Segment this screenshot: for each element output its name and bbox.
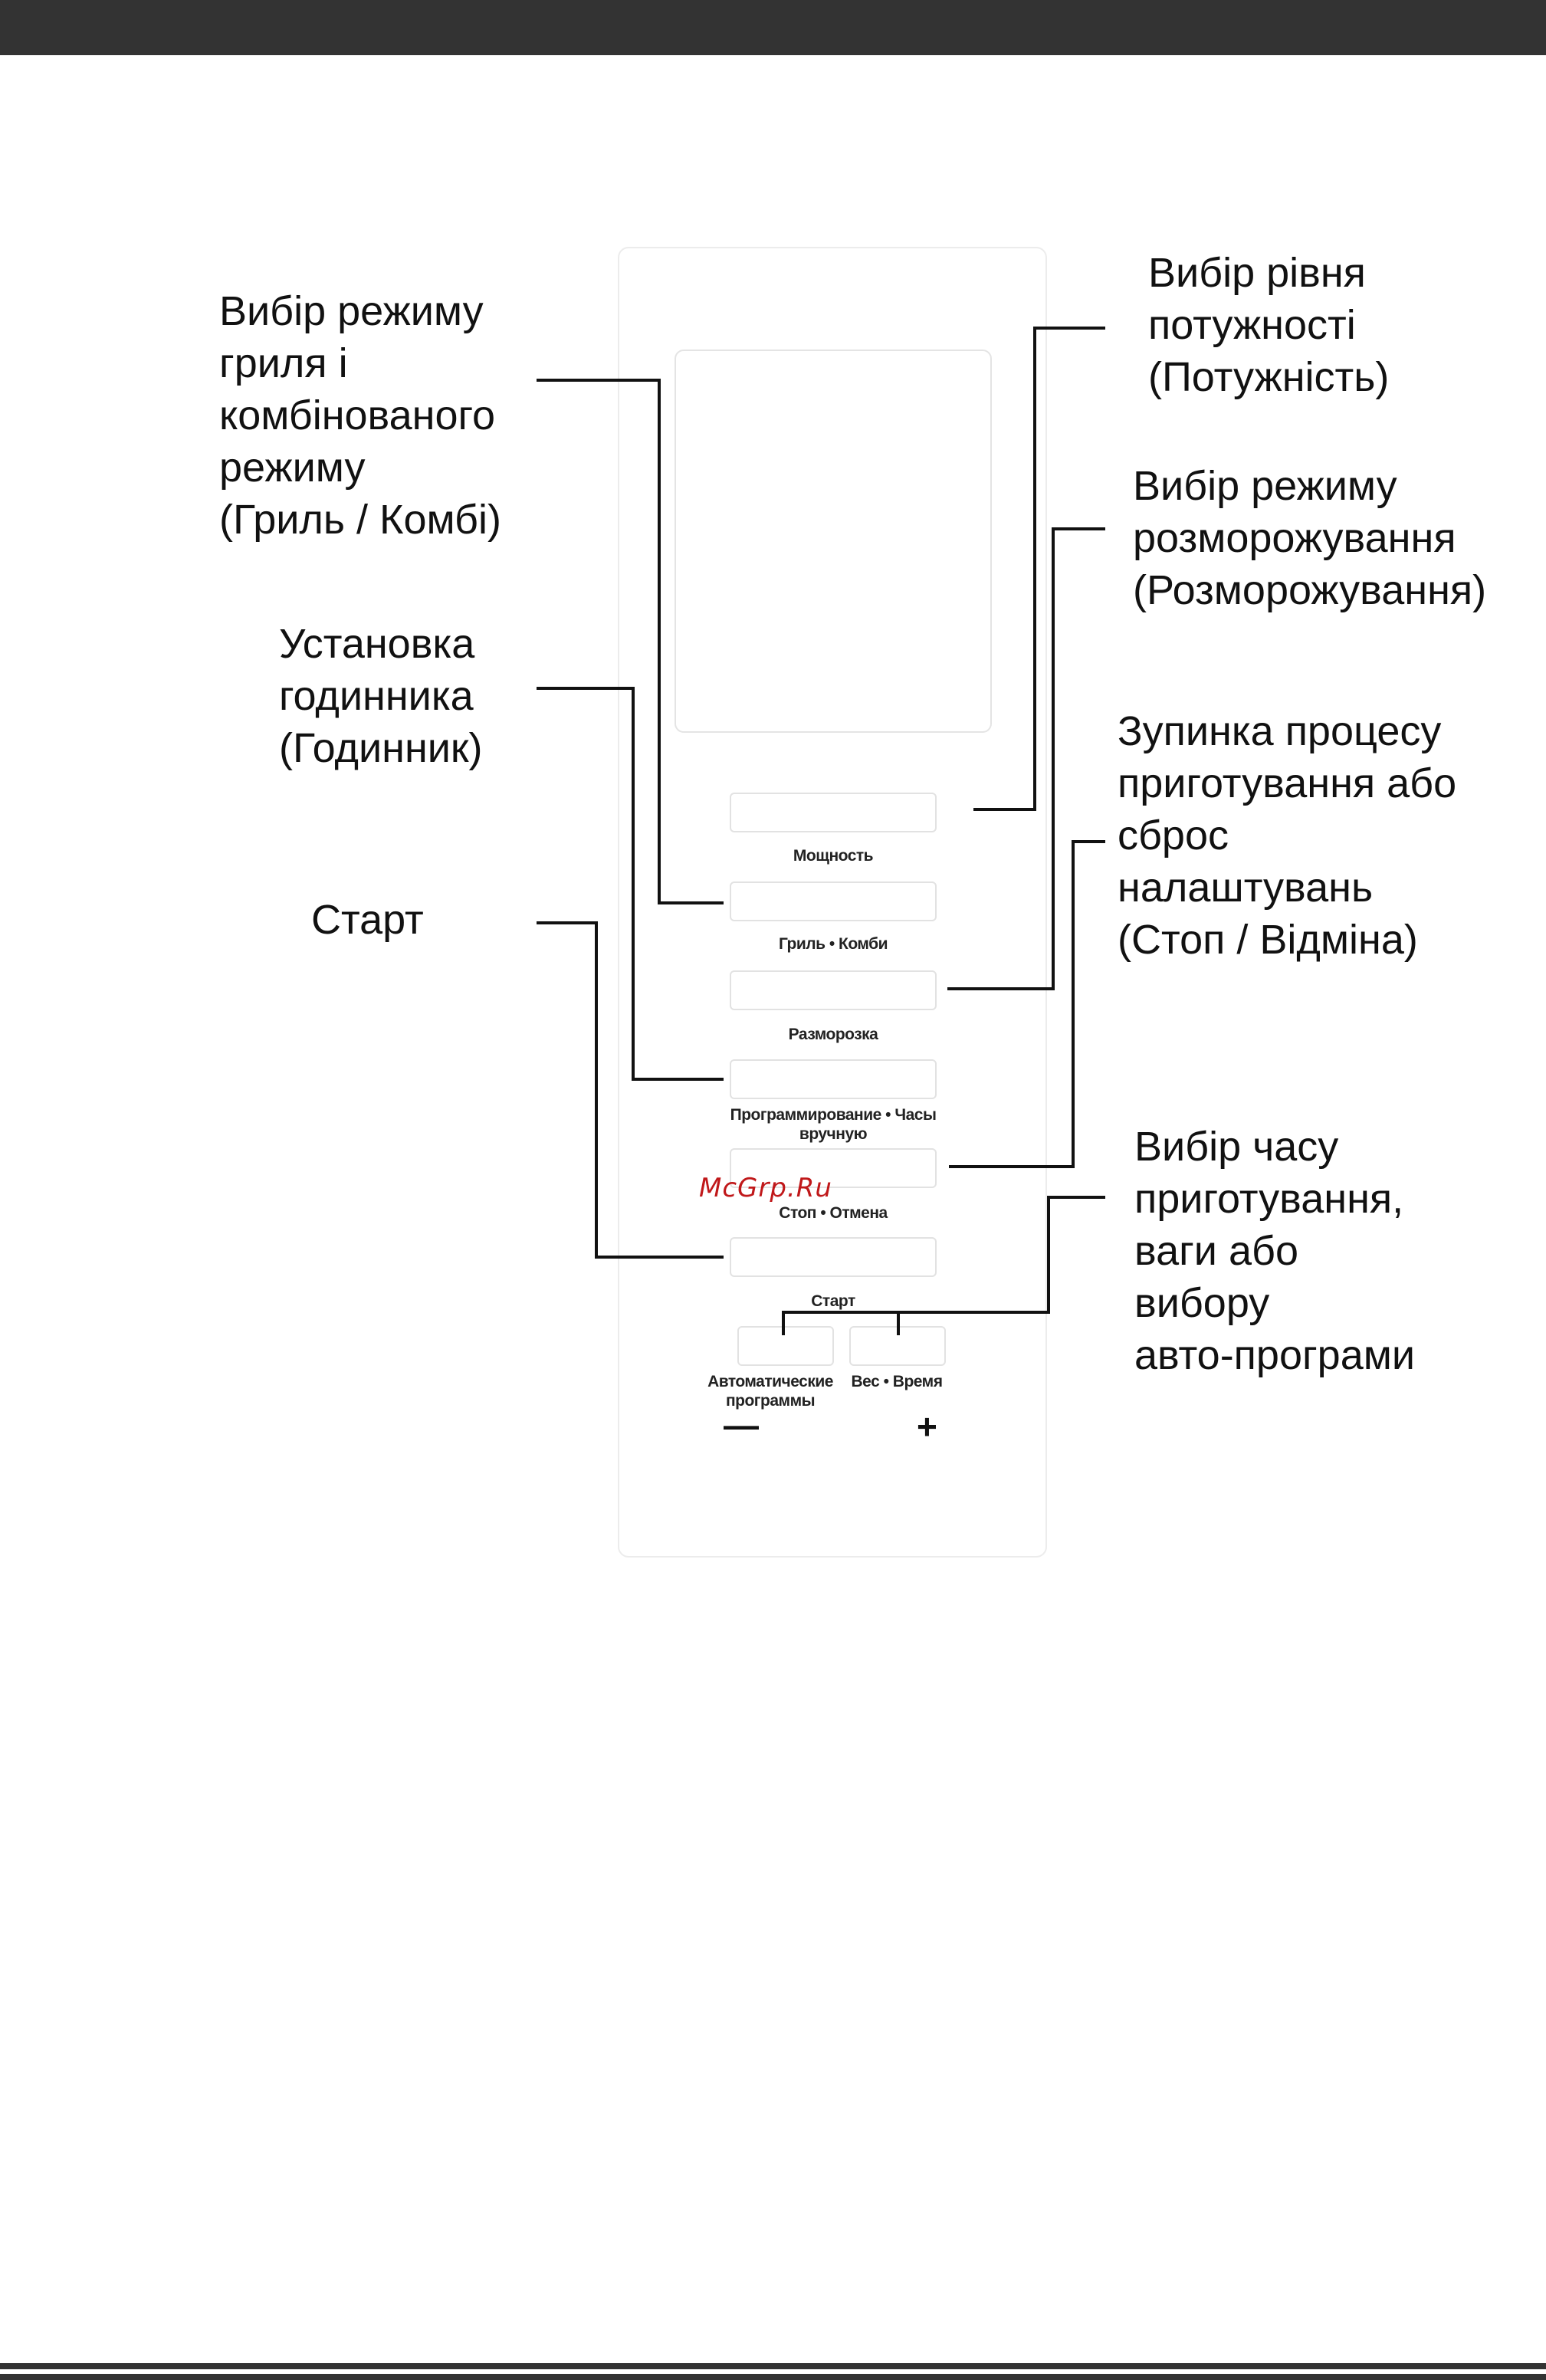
clock-button-label: Программирование • Часы вручную	[675, 1105, 992, 1144]
callout-time-line1: Вибір часу	[1134, 1124, 1339, 1170]
callout-grill-line2: гриля і	[219, 340, 348, 386]
power-button[interactable]	[730, 793, 937, 832]
callout-grill-line3: комбінованого	[219, 392, 496, 438]
callout-start-line1: Старт	[311, 897, 424, 943]
auto-programs-label-line2: программы	[725, 1392, 816, 1410]
defrost-button-label: Разморозка	[788, 1026, 878, 1043]
callout-power: Вибір рівня потужності (Потужність)	[1148, 247, 1389, 403]
callout-stop-line2: приготування або	[1118, 760, 1457, 806]
leader-clock	[537, 687, 724, 1081]
callout-stop-line1: Зупинка процесу	[1118, 708, 1442, 754]
defrost-button[interactable]	[730, 970, 937, 1010]
callout-power-line3: (Потужність)	[1148, 354, 1390, 400]
callout-time-line3: ваги або	[1134, 1228, 1298, 1274]
leader-stop	[949, 840, 1105, 1168]
callout-power-line2: потужності	[1148, 302, 1356, 348]
watermark: McGrp.Ru	[699, 1173, 832, 1203]
start-button-label: Старт	[811, 1292, 855, 1310]
grill-combi-button[interactable]	[730, 881, 937, 921]
leader-time	[782, 1196, 1105, 1335]
weight-time-label: Вес • Время	[851, 1373, 943, 1390]
grill-combi-button-label: Гриль • Комби	[778, 935, 888, 953]
footer-rule-1	[0, 2363, 1546, 2369]
callout-clock: Установка годинника (Годинник)	[279, 618, 483, 774]
auto-programs-button[interactable]	[737, 1326, 834, 1366]
clock-button-label-line2: вручную	[799, 1125, 868, 1143]
callout-grill-combi: Вибір режиму гриля і комбінованого режим…	[219, 285, 501, 546]
callout-grill-line5: (Гриль / Комбі)	[219, 497, 501, 543]
callout-time-line5: авто-програми	[1134, 1332, 1416, 1378]
header-bar	[0, 0, 1546, 55]
callout-stop-line3: сброс	[1118, 812, 1229, 858]
start-button[interactable]	[730, 1237, 937, 1277]
leader-start	[537, 921, 724, 1259]
footer-rule-2	[0, 2374, 1546, 2380]
callout-grill-line1: Вибір режиму	[219, 288, 484, 334]
callout-grill-line4: режиму	[219, 445, 366, 491]
plus-sign: +	[917, 1407, 937, 1446]
stop-cancel-button-label: Стоп • Отмена	[779, 1204, 888, 1222]
minus-sign: —	[724, 1405, 759, 1445]
callout-stop-line5: (Стоп / Відміна)	[1118, 917, 1418, 963]
callout-power-line1: Вибір рівня	[1148, 250, 1366, 296]
panel-display	[675, 350, 992, 733]
callout-time-line4: вибору	[1134, 1280, 1270, 1326]
callout-stop-line4: налаштувань	[1118, 865, 1374, 911]
clock-button[interactable]	[730, 1059, 937, 1099]
clock-button-label-line1: Программирование • Часы	[730, 1106, 937, 1124]
callout-time-line2: приготування,	[1134, 1176, 1404, 1222]
stop-cancel-button[interactable]	[730, 1148, 937, 1188]
callout-time-weight: Вибір часу приготування, ваги або вибору…	[1134, 1121, 1415, 1381]
callout-defrost-line2: розморожування	[1133, 515, 1456, 561]
callout-clock-line1: Установка	[279, 621, 475, 667]
auto-programs-label-line1: Автоматические	[707, 1373, 833, 1390]
power-button-label: Мощность	[793, 847, 874, 865]
callout-clock-line3: (Годинник)	[279, 725, 483, 771]
callout-defrost-line1: Вибір режиму	[1133, 463, 1397, 509]
leader-power	[973, 327, 1105, 811]
callout-defrost: Вибір режиму розморожування (Розморожува…	[1133, 460, 1486, 616]
callout-start: Старт	[311, 894, 424, 946]
leader-defrost	[947, 527, 1105, 990]
callout-clock-line2: годинника	[279, 673, 474, 719]
leader-grill	[537, 379, 724, 904]
auto-programs-label: Автоматические программы	[701, 1372, 839, 1410]
callout-defrost-line3: (Розморожування)	[1133, 567, 1487, 613]
callout-stop-cancel: Зупинка процесу приготування або сброс н…	[1118, 705, 1456, 966]
